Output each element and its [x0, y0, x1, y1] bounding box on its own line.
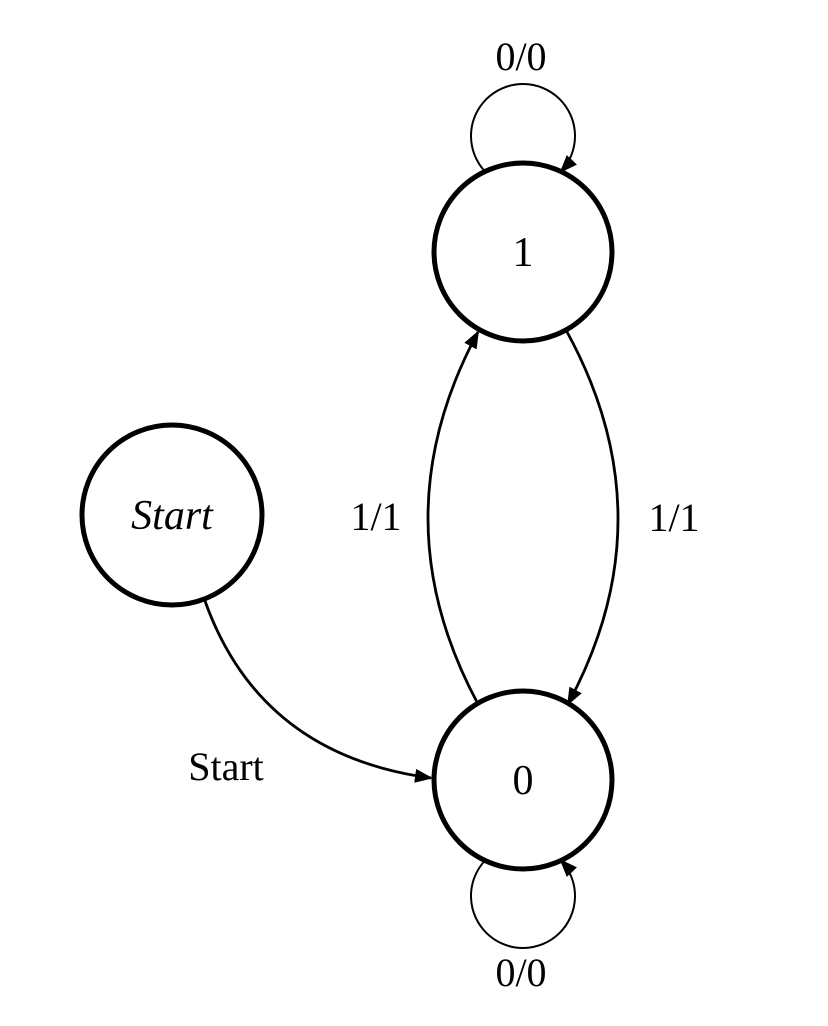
state-circle-0 [431, 688, 615, 872]
transition-label-1-to-0: 1/1 [648, 495, 699, 540]
state-circle-start [79, 422, 265, 608]
transition-label-self-loop-1: 0/0 [495, 34, 546, 79]
state-circle-1 [431, 160, 615, 344]
state-label-start: Start [131, 493, 214, 539]
transition-self-loop-state-1 [470, 83, 578, 173]
transition-label-start: Start [188, 744, 264, 789]
state-label-1: 1 [513, 230, 534, 276]
transition-start-to-0 [203, 600, 433, 783]
transition-self-loop-state-0 [470, 859, 578, 949]
transition-label-0-to-1: 1/1 [350, 494, 401, 539]
state-label-0: 0 [513, 758, 534, 804]
transition-label-self-loop-0: 0/0 [495, 950, 546, 995]
transition-1-to-0 [564, 329, 620, 706]
transition-0-to-1 [426, 330, 480, 705]
